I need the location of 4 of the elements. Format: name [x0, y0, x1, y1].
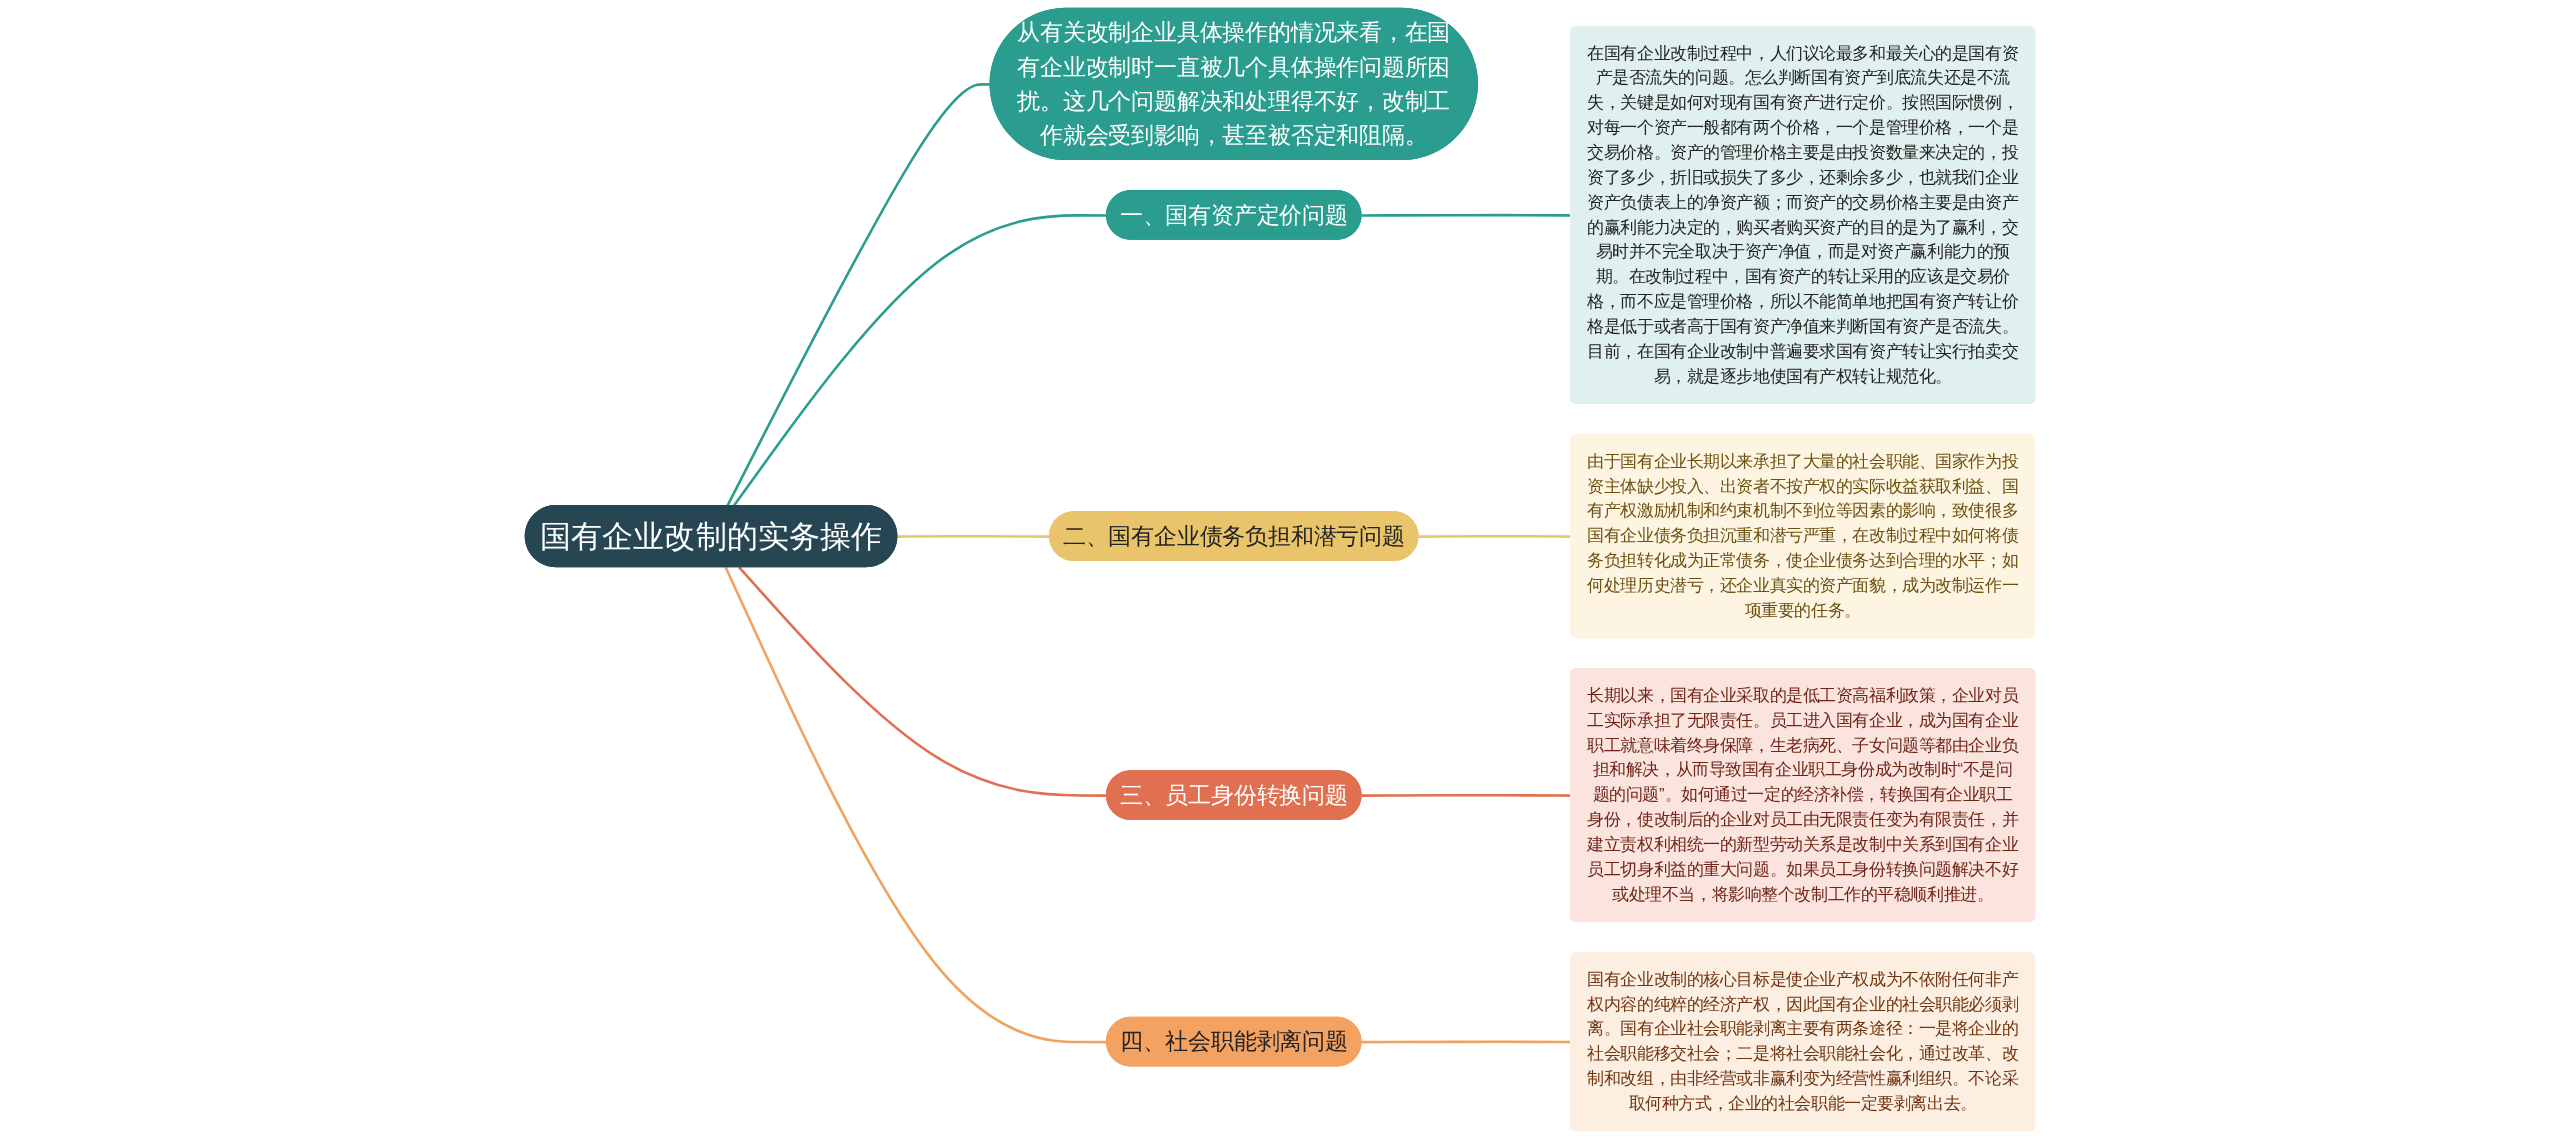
connector — [732, 214, 1107, 507]
connector — [738, 566, 1107, 797]
connector — [724, 566, 1107, 1044]
connector — [726, 83, 991, 507]
